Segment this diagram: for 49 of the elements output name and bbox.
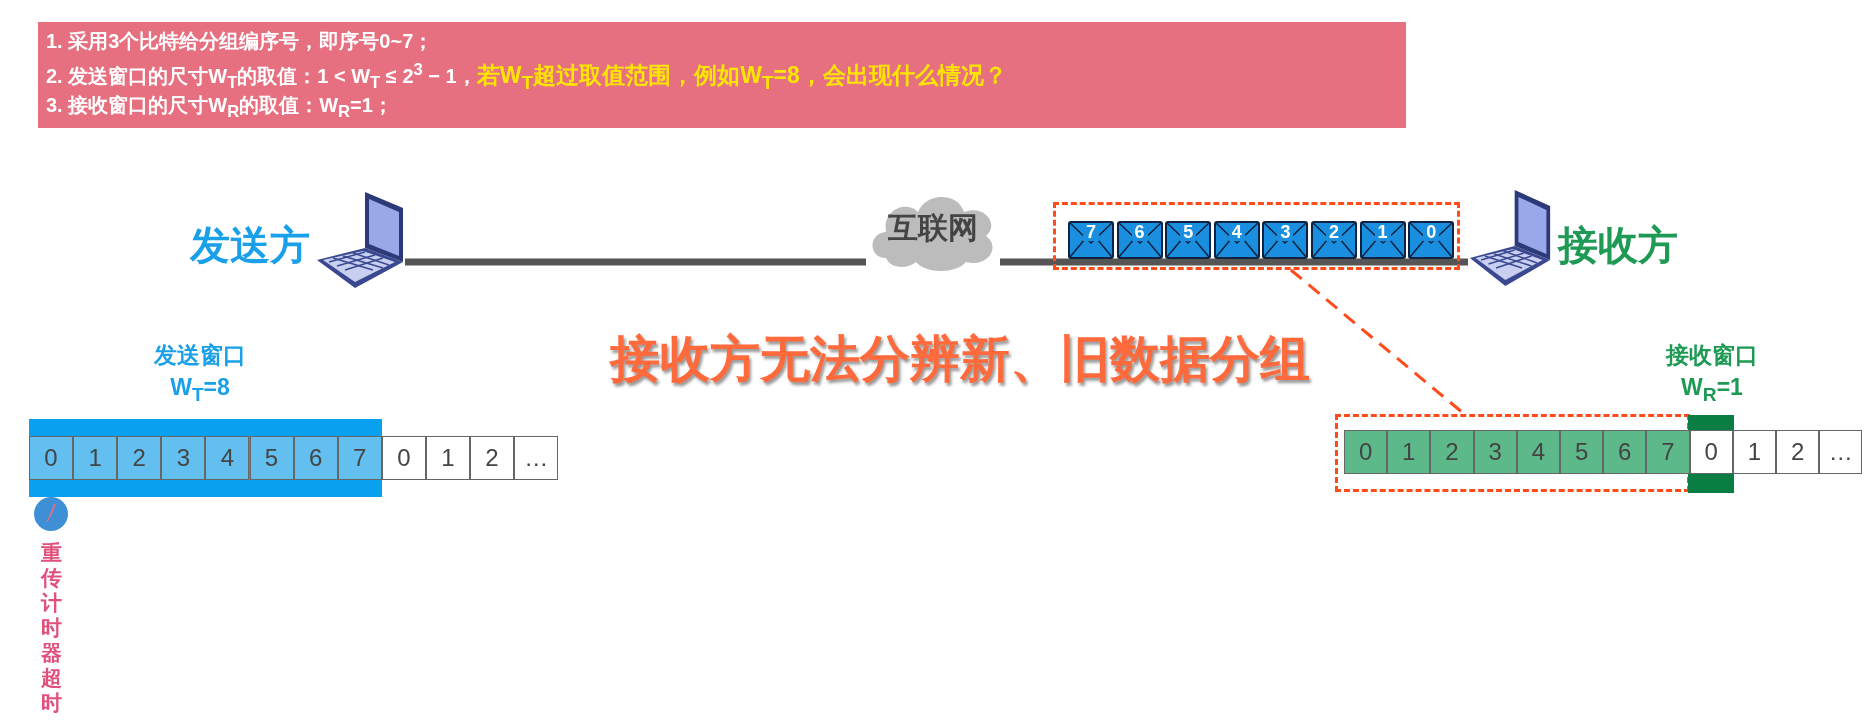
sequence-number-cell: 1 bbox=[425, 436, 470, 480]
question-text: 若W$_{T}$超过取值范围，例如W$_{T}$=8，会出现什么情况？ bbox=[476, 61, 1007, 94]
window-title: 发送窗口 bbox=[153, 341, 247, 370]
packet-number: 6 bbox=[1131, 223, 1148, 241]
packet-number: 5 bbox=[1180, 223, 1197, 241]
highlight-frame bbox=[1053, 202, 1460, 270]
note-text: 3. 接收窗口的尺寸W$_{R}$的取值：W$_{R}$=1； bbox=[46, 93, 393, 122]
sequence-number-cell: 0 bbox=[1689, 430, 1733, 474]
packet-number: 0 bbox=[1423, 223, 1440, 241]
sequence-number-cell: 6 bbox=[1603, 430, 1647, 474]
device-label: 发送方 bbox=[188, 222, 310, 269]
packet-number: 2 bbox=[1326, 223, 1342, 241]
sequence-number-cell: 2 bbox=[1430, 430, 1474, 474]
note-text: 1. 采用3个比特给分组编序号，即序号0~7； bbox=[46, 29, 434, 54]
sequence-number-cell: 4 bbox=[1516, 430, 1560, 474]
packet-number: 1 bbox=[1374, 223, 1391, 241]
cloud-label: 互联网 bbox=[887, 210, 979, 246]
laptop-icon bbox=[315, 190, 405, 290]
sequence-number-cell: 3 bbox=[1473, 430, 1517, 474]
sequence-number-cell: 1 bbox=[1387, 430, 1431, 474]
sequence-number-cell: 2 bbox=[1776, 430, 1820, 474]
sequence-number-cell: 2 bbox=[470, 436, 515, 480]
sequence-number-cell: 3 bbox=[161, 436, 206, 480]
packet-number: 7 bbox=[1083, 223, 1099, 241]
packet-number: 3 bbox=[1277, 223, 1294, 241]
packet-number: 4 bbox=[1228, 223, 1245, 241]
timeout-text: 重传计时器超时 bbox=[39, 540, 63, 715]
window-size: W$_{T}$=8 bbox=[169, 374, 231, 406]
sequence-number-cell: 4 bbox=[205, 436, 250, 480]
note-banner bbox=[38, 22, 1406, 128]
sequence-number-cell: … bbox=[514, 436, 559, 480]
sequence-number-cell: 5 bbox=[1560, 430, 1604, 474]
sequence-number-cell: 1 bbox=[73, 436, 118, 480]
note-text: 2. 发送窗口的尺寸W$_{T}$的取值：1 < W$_{T}$ ≤ 2$^{3}$ − 1， bbox=[46, 60, 477, 94]
sequence-number-cell: 5 bbox=[249, 436, 294, 480]
sequence-number-cell: 7 bbox=[1646, 430, 1690, 474]
sequence-number-cell: 6 bbox=[293, 436, 338, 480]
sequence-number-cell: 2 bbox=[117, 436, 162, 480]
window-title: 接收窗口 bbox=[1664, 341, 1759, 370]
sequence-number-cell: 0 bbox=[29, 436, 74, 480]
laptop-icon bbox=[1468, 188, 1552, 288]
sequence-number-cell: 1 bbox=[1732, 430, 1776, 474]
window-size: W$_{R}$=1 bbox=[1680, 374, 1744, 406]
sequence-number-cell: 7 bbox=[337, 436, 382, 480]
warning-text: 接收方无法分辨新、旧数据分组 bbox=[608, 330, 1311, 389]
sequence-number-cell: 0 bbox=[381, 436, 426, 480]
sequence-number-cell: 0 bbox=[1344, 430, 1388, 474]
device-label: 接收方 bbox=[1558, 222, 1679, 269]
sequence-number-cell: … bbox=[1819, 430, 1863, 474]
